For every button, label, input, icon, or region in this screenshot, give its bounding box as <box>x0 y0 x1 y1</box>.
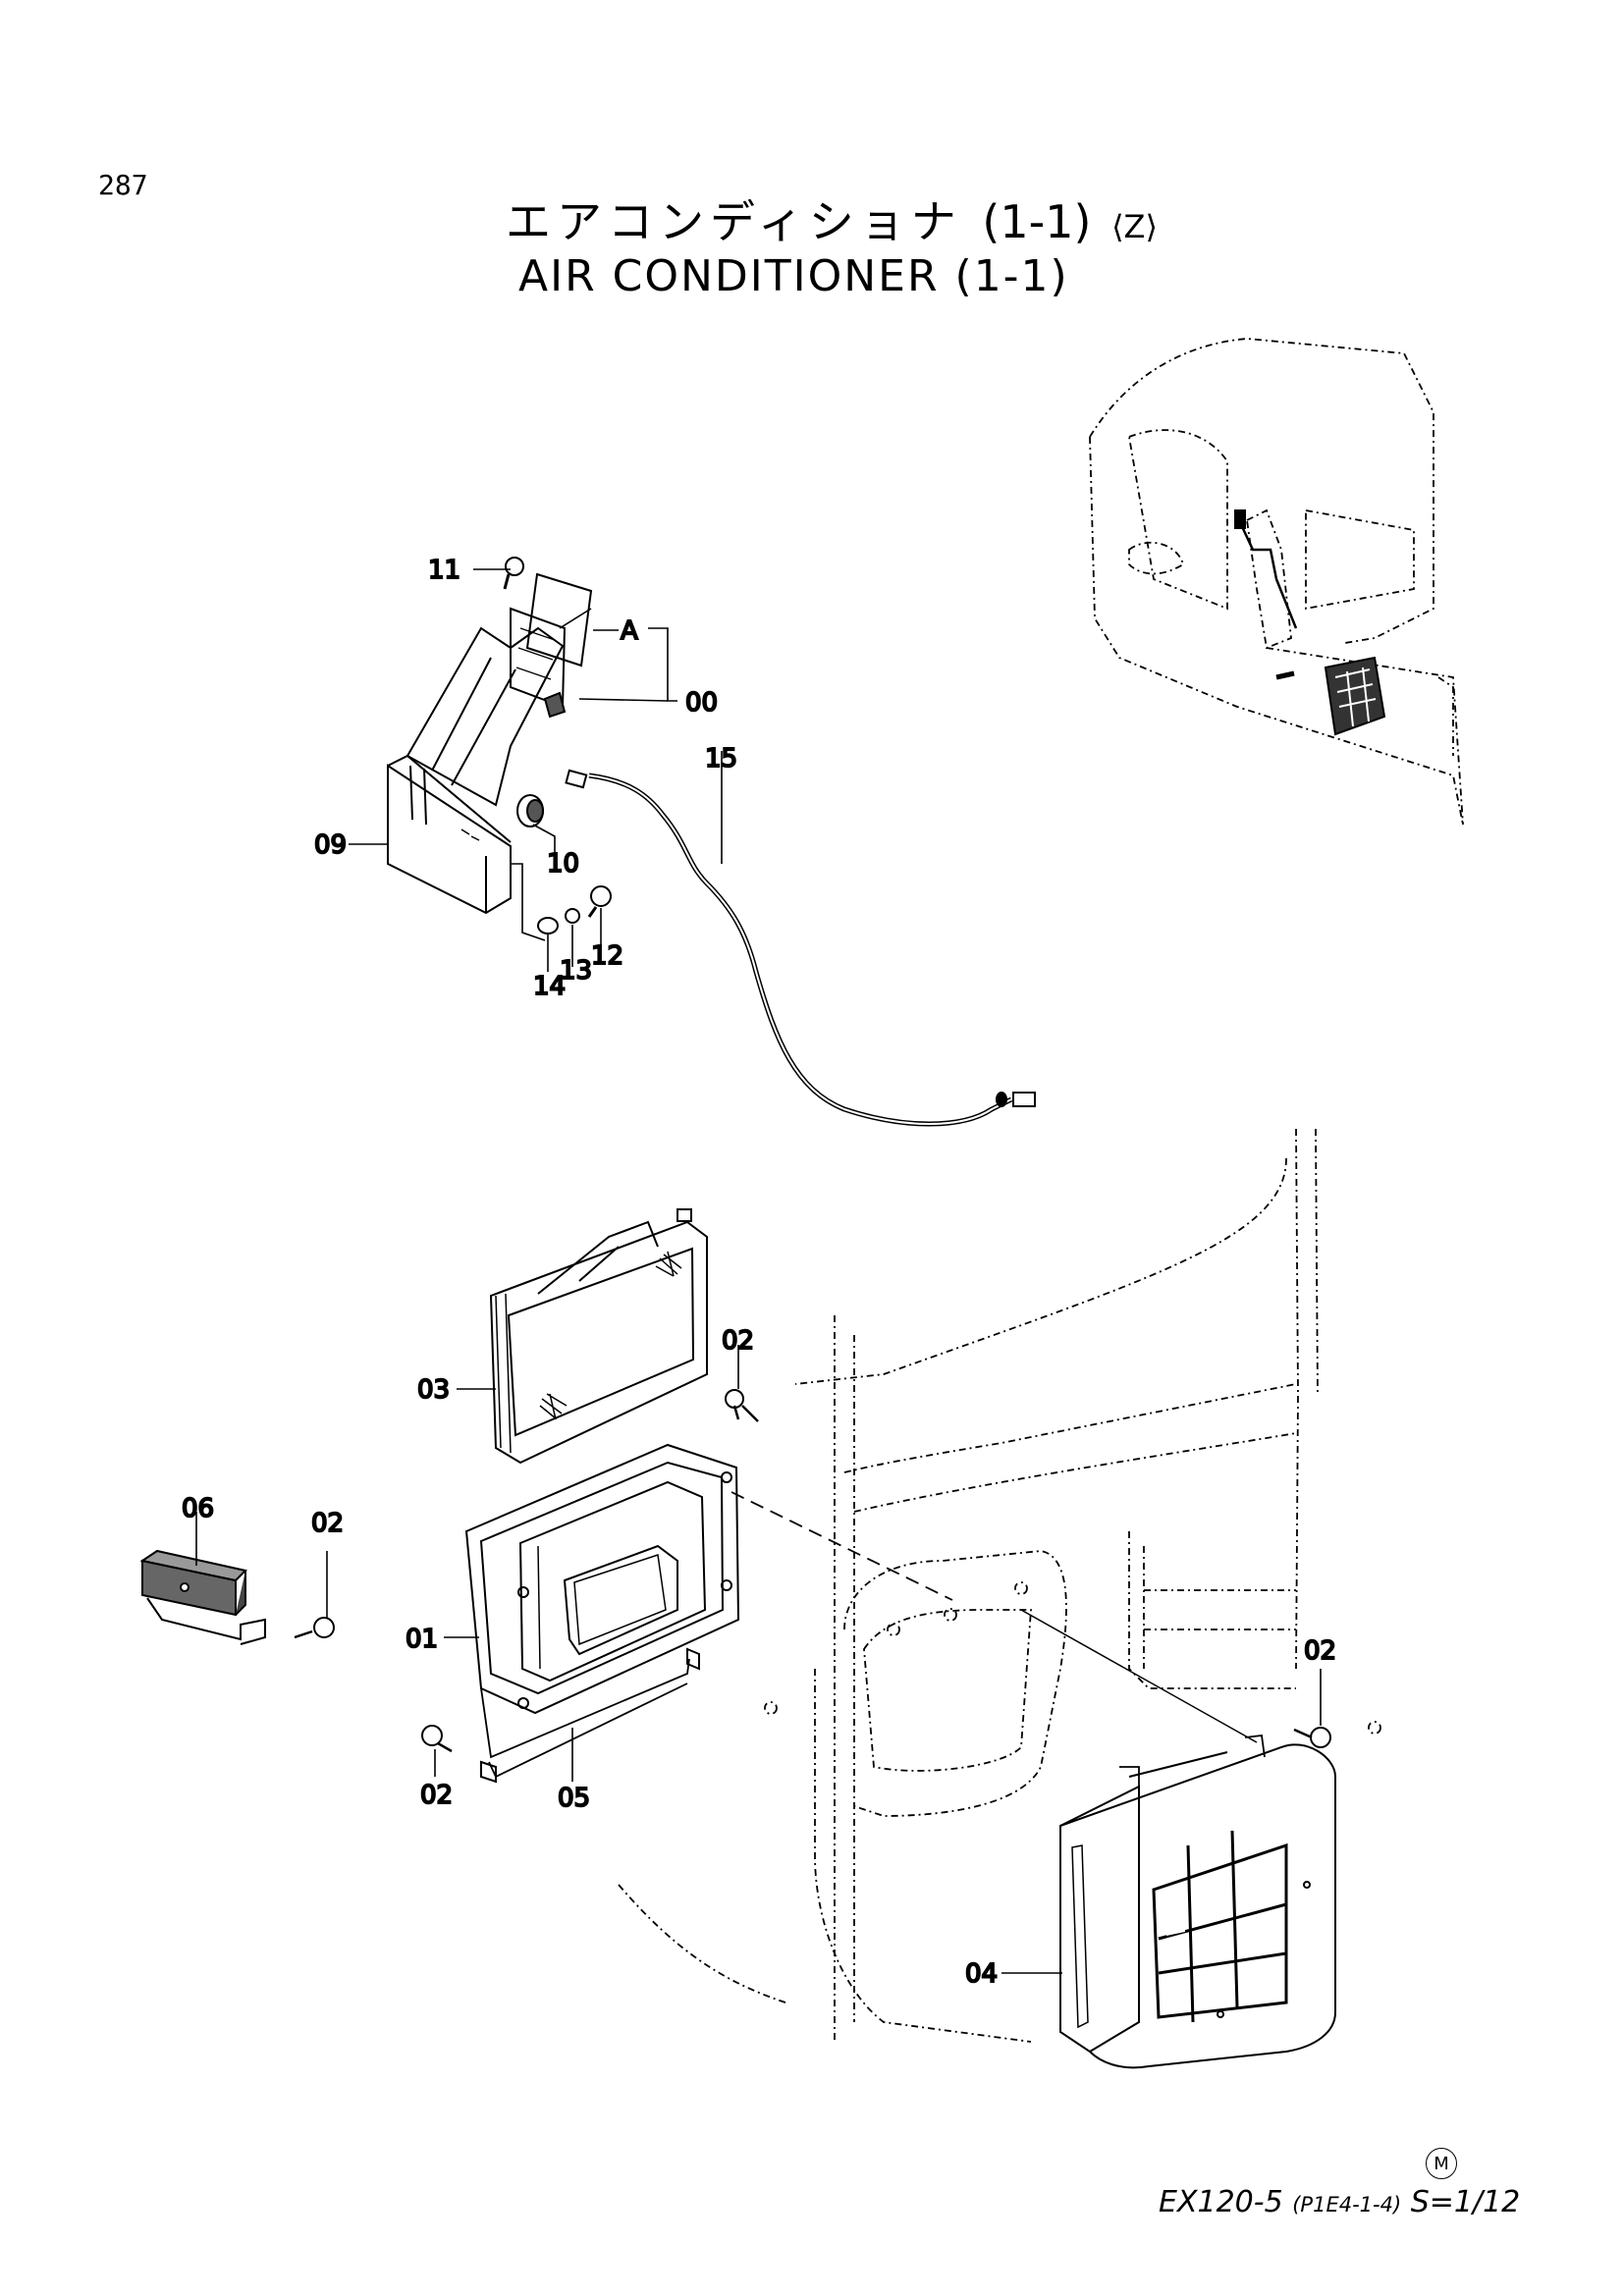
cab-overview-drawing <box>1089 338 1464 826</box>
duct-assembly <box>387 557 612 934</box>
alignment-line-2 <box>1020 1609 1258 1743</box>
callout-09: 09 <box>314 830 347 860</box>
case-01 <box>464 1443 740 1779</box>
callout-06: 06 <box>182 1494 214 1523</box>
callout-02-right: 02 <box>1304 1636 1336 1666</box>
callout-02-bottom: 02 <box>420 1781 453 1810</box>
callout-13: 13 <box>560 956 592 986</box>
harness-15 <box>588 773 1036 1127</box>
screw-02-bottom <box>421 1725 453 1753</box>
callout-02-left: 02 <box>311 1509 344 1538</box>
filter-03 <box>489 1208 708 1465</box>
alignment-line <box>730 1491 953 1601</box>
bracket-06 <box>139 1549 266 1645</box>
footer-code: (P1E4-1-4) <box>1292 2193 1402 2216</box>
callout-00: 00 <box>685 688 718 718</box>
title-english: AIR CONDITIONER (1-1) <box>518 251 1069 301</box>
callout-12: 12 <box>591 941 623 971</box>
footer-model: EX120-5 <box>1159 2185 1283 2219</box>
callout-11: 11 <box>428 556 460 585</box>
callout-15: 15 <box>705 744 737 774</box>
frame-05 <box>480 1647 700 1784</box>
title-japanese-range: (1-1) <box>982 195 1092 248</box>
callout-05: 05 <box>558 1784 590 1813</box>
screw-02-top <box>725 1389 759 1422</box>
screw-02-right <box>1293 1727 1331 1748</box>
footer-model-line: EX120-5 (P1E4-1-4) S=1/12 <box>1159 2185 1520 2219</box>
rear-wall-outline <box>618 1128 1381 2043</box>
footer-m-mark: M <box>1426 2148 1457 2179</box>
cover-04 <box>1059 1735 1336 2069</box>
screw-02-left <box>294 1617 335 1639</box>
leader-lines <box>195 568 1322 1974</box>
title-variant: ⟨Z⟩ <box>1111 208 1158 245</box>
page-number: 287 <box>98 169 148 201</box>
title-japanese: エアコンディショナ (1-1) ⟨Z⟩ <box>506 187 1158 251</box>
footer-scale: S=1/12 <box>1410 2185 1521 2219</box>
title-japanese-text: エアコンディショナ <box>506 195 962 248</box>
callout-14: 14 <box>533 972 566 1001</box>
callout-03: 03 <box>417 1375 450 1405</box>
callout-01: 01 <box>406 1625 438 1654</box>
callout-02-top: 02 <box>722 1326 754 1356</box>
callout-04: 04 <box>965 1959 998 1989</box>
cab-highlight-unit <box>1234 509 1386 736</box>
callout-10: 10 <box>547 849 579 879</box>
callout-A: A <box>621 616 638 646</box>
